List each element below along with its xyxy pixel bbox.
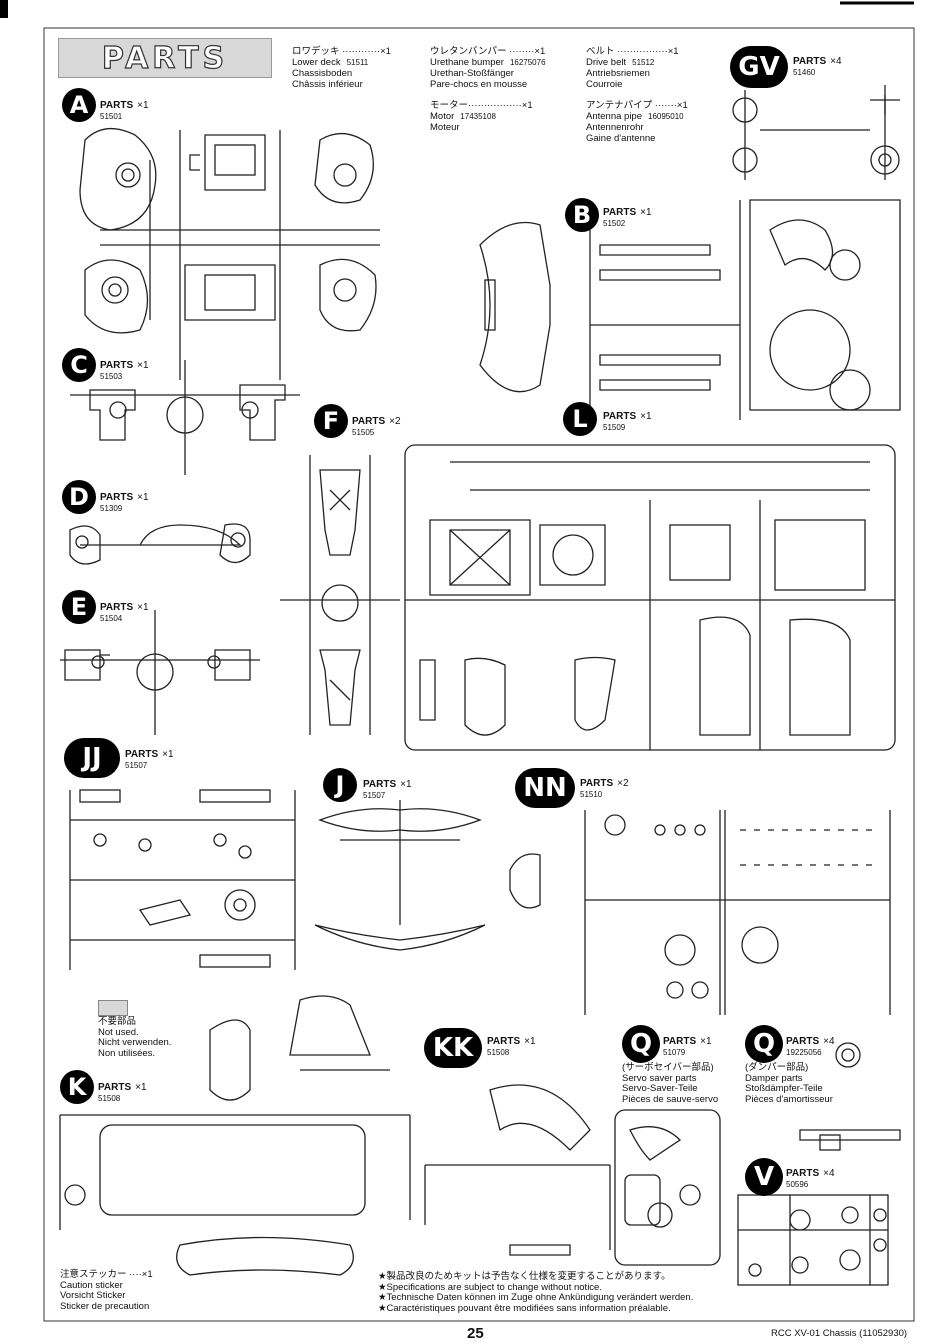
parts-code-f: 51505 — [352, 428, 375, 437]
tree-a — [79, 128, 380, 380]
parts-label-b: PARTS×1 — [603, 207, 652, 218]
badge-q-servo: Q — [622, 1025, 660, 1063]
badge-k: K — [60, 1070, 94, 1104]
parts-label-c: PARTS×1 — [100, 360, 149, 371]
badge-v: V — [745, 1158, 783, 1196]
tree-q-servo — [614, 1109, 721, 1266]
parts-label-v: PARTS×4 — [786, 1168, 835, 1179]
badge-gv: GV — [730, 46, 788, 88]
parts-code-l: 51509 — [603, 423, 626, 432]
parts-title-box: PARTS — [58, 38, 272, 78]
tree-b — [479, 199, 901, 420]
badge-a: A — [62, 88, 96, 122]
tree-jj — [69, 789, 296, 970]
parts-label-f: PARTS×2 — [352, 416, 401, 427]
tree-d — [69, 523, 251, 565]
parts-label-nn: PARTS×2 — [580, 778, 629, 789]
parts-label-e: PARTS×1 — [100, 602, 149, 613]
parts-code-b: 51502 — [603, 219, 626, 228]
badge-c: C — [62, 348, 96, 382]
parts-code-d: 51309 — [100, 504, 123, 513]
tree-j — [314, 800, 486, 951]
q-servo-description: (サーボセイバー部品) Servo saver parts Servo-Save… — [622, 1062, 719, 1105]
parts-label-q-servo: PARTS×1 — [663, 1036, 712, 1047]
spec-change-notice: ★製品改良のためキットは予告なく仕様を変更することがあります。 ★Specifi… — [378, 1271, 694, 1314]
badge-j: J — [323, 768, 357, 802]
page-title: PARTS — [101, 40, 229, 76]
tree-gv — [732, 85, 900, 180]
tree-unused — [209, 995, 390, 1101]
parts-code-kk: 51508 — [487, 1048, 510, 1057]
badge-f: F — [314, 404, 348, 438]
parts-label-kk: PARTS×1 — [487, 1036, 536, 1047]
parts-label-q-damper: PARTS×4 — [786, 1036, 835, 1047]
tree-v — [737, 1194, 889, 1286]
parts-code-nn: 51510 — [580, 790, 603, 799]
parts-label-jj: PARTS×1 — [125, 749, 174, 760]
parts-label-gv: PARTS×4 — [793, 56, 842, 67]
q-damper-description: (ダンパー部品) Damper parts Stoßdämpfer-Teile … — [745, 1062, 833, 1105]
badge-d: D — [62, 480, 96, 514]
tree-l — [404, 444, 896, 751]
tree-k — [59, 1114, 411, 1276]
badge-l: L — [563, 402, 597, 436]
tree-f — [280, 455, 400, 735]
tree-c — [70, 360, 300, 475]
badge-kk: KK — [424, 1028, 482, 1068]
badge-b: B — [565, 198, 599, 232]
parts-label-l: PARTS×1 — [603, 411, 652, 422]
parts-code-e: 51504 — [100, 614, 123, 623]
badge-q-damper: Q — [745, 1025, 783, 1063]
page-number: 25 — [467, 1325, 484, 1342]
parts-code-v: 50596 — [786, 1180, 809, 1189]
parts-label-j: PARTS×1 — [363, 779, 412, 790]
parts-label-d: PARTS×1 — [100, 492, 149, 503]
tree-nn — [509, 810, 891, 1015]
unused-swatch — [98, 1000, 128, 1016]
parts-code-q-damper: 19225056 — [786, 1048, 822, 1057]
parts-code-c: 51503 — [100, 372, 123, 381]
unused-legend: 不要部品 Not used. Nicht verwenden. Non util… — [98, 1016, 172, 1059]
parts-code-gv: 51460 — [793, 68, 816, 77]
parts-code-q-servo: 51079 — [663, 1048, 686, 1057]
parts-label-k: PARTS×1 — [98, 1082, 147, 1093]
parts-code-j: 51507 — [363, 791, 386, 800]
badge-jj: JJ — [64, 738, 120, 778]
parts-code-k: 51508 — [98, 1094, 121, 1103]
tree-e — [60, 610, 260, 735]
parts-label-a: PARTS×1 — [100, 100, 149, 111]
caution-sticker-note: 注意ステッカー ····×1 Caution sticker Vorsicht … — [60, 1269, 153, 1312]
badge-e: E — [62, 590, 96, 624]
parts-code-jj: 51507 — [125, 761, 148, 770]
parts-code-a: 51501 — [100, 112, 123, 121]
model-name: RCC XV-01 Chassis (11052930) — [771, 1328, 908, 1339]
tree-q-damper — [799, 1042, 901, 1151]
tree-kk — [424, 1084, 611, 1256]
badge-nn: NN — [515, 768, 575, 808]
